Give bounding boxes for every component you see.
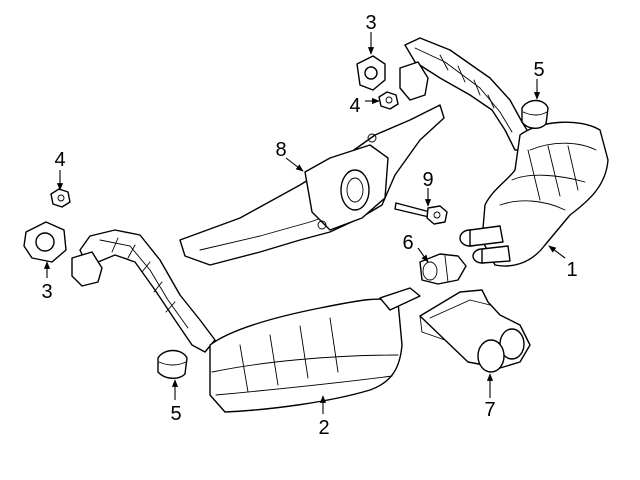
callout-3-upper: 3 — [365, 12, 376, 34]
callout-6: 6 — [402, 232, 413, 254]
nut-left-part — [50, 188, 71, 208]
bolt-part — [394, 202, 448, 225]
callout-4-upper: 4 — [349, 95, 360, 117]
leader-8 — [285, 157, 304, 172]
callout-5-left: 5 — [170, 403, 181, 425]
nut-upper-part — [378, 91, 399, 110]
rear-muffler-part — [399, 37, 609, 267]
gasket-left-part — [23, 221, 67, 263]
callout-7: 7 — [484, 399, 495, 421]
callout-9: 9 — [422, 169, 433, 191]
callout-2: 2 — [318, 417, 329, 439]
clamp-left-part — [157, 349, 188, 379]
pipe-coupling-part — [419, 253, 467, 285]
callout-labels: 1 2 3 3 4 4 5 5 6 7 8 9 — [41, 12, 577, 439]
callout-8: 8 — [275, 139, 286, 161]
leader-6 — [417, 247, 429, 263]
callout-3-left: 3 — [41, 281, 52, 303]
clamp-right-part — [521, 99, 549, 129]
gasket-upper-part — [356, 55, 386, 91]
callout-4-left: 4 — [54, 149, 65, 171]
tailpipe-tips-part — [419, 289, 531, 373]
leader-1 — [548, 245, 566, 259]
front-muffler-part — [71, 229, 421, 413]
callout-1: 1 — [566, 259, 577, 281]
support-bracket-part — [179, 104, 445, 266]
leader-lines — [43, 32, 566, 414]
callout-5-right: 5 — [533, 59, 544, 81]
